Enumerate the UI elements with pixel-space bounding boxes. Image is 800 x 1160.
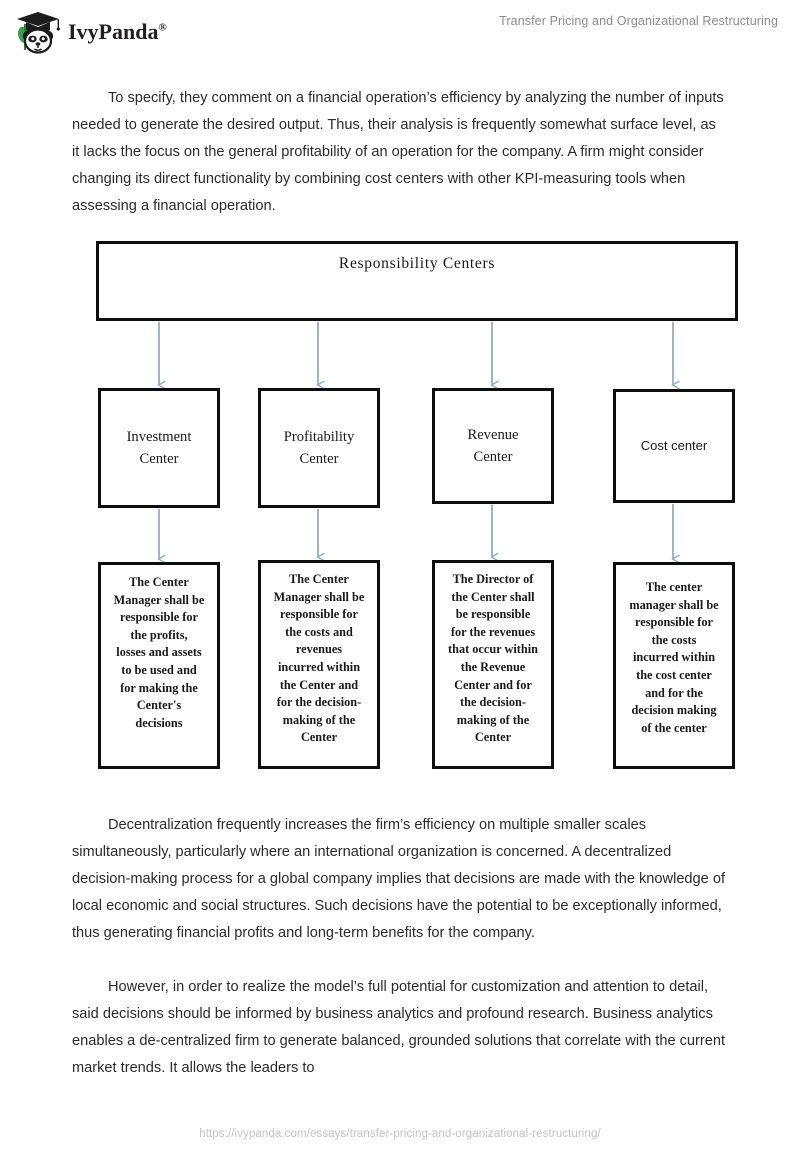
diagram-center-title: Profitability Center xyxy=(283,429,355,467)
paragraph-3: However, in order to realize the model’s… xyxy=(72,978,726,1077)
registered-trademark-icon: ® xyxy=(158,21,167,34)
paragraph-2: Decentralization frequently increases th… xyxy=(72,816,726,942)
document-title: Transfer Pricing and Organizational Rest… xyxy=(499,14,778,28)
panda-graduation-cap-icon xyxy=(14,10,62,54)
diagram-description-box-revenue[interactable]: The Director of the Center shall be resp… xyxy=(432,560,554,769)
diagram-description-box-profitability[interactable]: The Center Manager shall be responsible … xyxy=(258,560,380,769)
paragraph-1: To specify, they comment on a financial … xyxy=(72,89,724,215)
diagram-center-box-investment[interactable]: Investment Center xyxy=(98,388,220,508)
brand-name-text: IvyPanda xyxy=(68,19,159,44)
brand-name: IvyPanda® xyxy=(68,19,167,45)
diagram-description-box-cost[interactable]: The center manager shall be responsible … xyxy=(613,562,735,769)
diagram-description-text: The Center Manager shall be responsible … xyxy=(273,572,365,745)
ivypanda-logo[interactable]: IvyPanda® xyxy=(14,10,167,54)
diagram-center-box-profitability[interactable]: Profitability Center xyxy=(258,388,380,508)
diagram-description-text: The Center Manager shall be responsible … xyxy=(113,575,205,730)
diagram-description-box-investment[interactable]: The Center Manager shall be responsible … xyxy=(98,562,220,769)
diagram-center-box-revenue[interactable]: Revenue Center xyxy=(432,388,554,504)
diagram-center-title: Cost center xyxy=(640,438,708,453)
diagram-center-title: Investment Center xyxy=(126,429,192,467)
diagram-center-box-cost[interactable]: Cost center xyxy=(613,389,735,503)
page-header: IvyPanda® Transfer Pricing and Organizat… xyxy=(0,0,800,62)
diagram-description-text: The center manager shall be responsible … xyxy=(629,580,719,735)
diagram-root-box[interactable]: Responsibility Centers xyxy=(96,241,738,321)
diagram-root-label: Responsibility Centers xyxy=(338,255,496,272)
diagram-center-title: Revenue Center xyxy=(467,427,519,465)
footer-source-url[interactable]: https://ivypanda.com/essays/transfer-pri… xyxy=(199,1128,601,1140)
diagram-description-text: The Director of the Center shall be resp… xyxy=(448,572,538,745)
